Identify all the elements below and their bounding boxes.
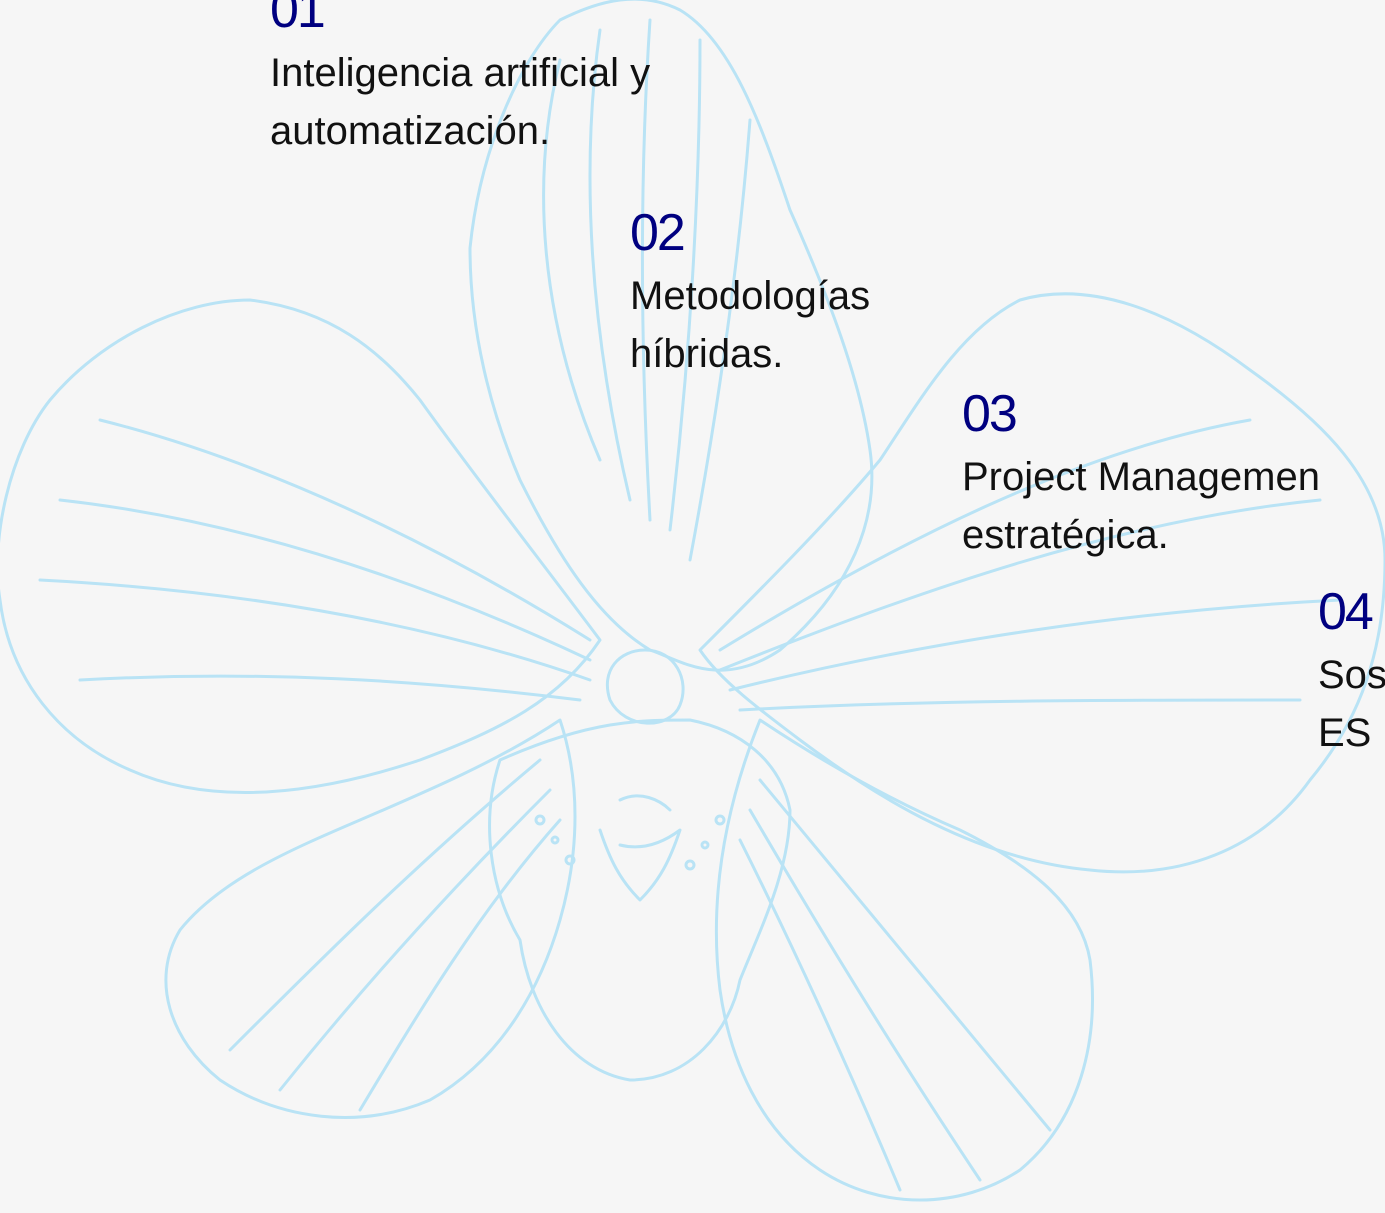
item-text-line: híbridas.	[630, 332, 784, 376]
list-item-03: 03 Project Managemen estratégica.	[962, 388, 1320, 564]
list-item-02: 02 Metodologías híbridas.	[630, 207, 870, 383]
item-text-line: Inteligencia artificial y	[270, 51, 651, 95]
item-text-line: Sos	[1318, 653, 1385, 697]
item-number: 02	[630, 204, 686, 262]
item-text-line: ES	[1318, 711, 1372, 755]
item-number: 01	[270, 0, 326, 39]
item-text-line: estratégica.	[962, 513, 1169, 557]
list-item-01: 01 Inteligencia artificial y automatizac…	[270, 0, 650, 160]
item-number: 04	[1318, 583, 1374, 641]
item-text: Inteligencia artificial y automatización…	[270, 44, 650, 160]
item-text-line: Project Managemen	[962, 455, 1320, 499]
item-text: Metodologías híbridas.	[630, 267, 870, 383]
item-text-line: automatización.	[270, 109, 551, 153]
item-text-line: Metodologías	[630, 274, 871, 318]
item-text: Project Managemen estratégica.	[962, 448, 1320, 564]
list-item-04: 04 Sos ES	[1318, 586, 1385, 762]
item-text: Sos ES	[1318, 646, 1385, 762]
item-number: 03	[962, 385, 1018, 443]
